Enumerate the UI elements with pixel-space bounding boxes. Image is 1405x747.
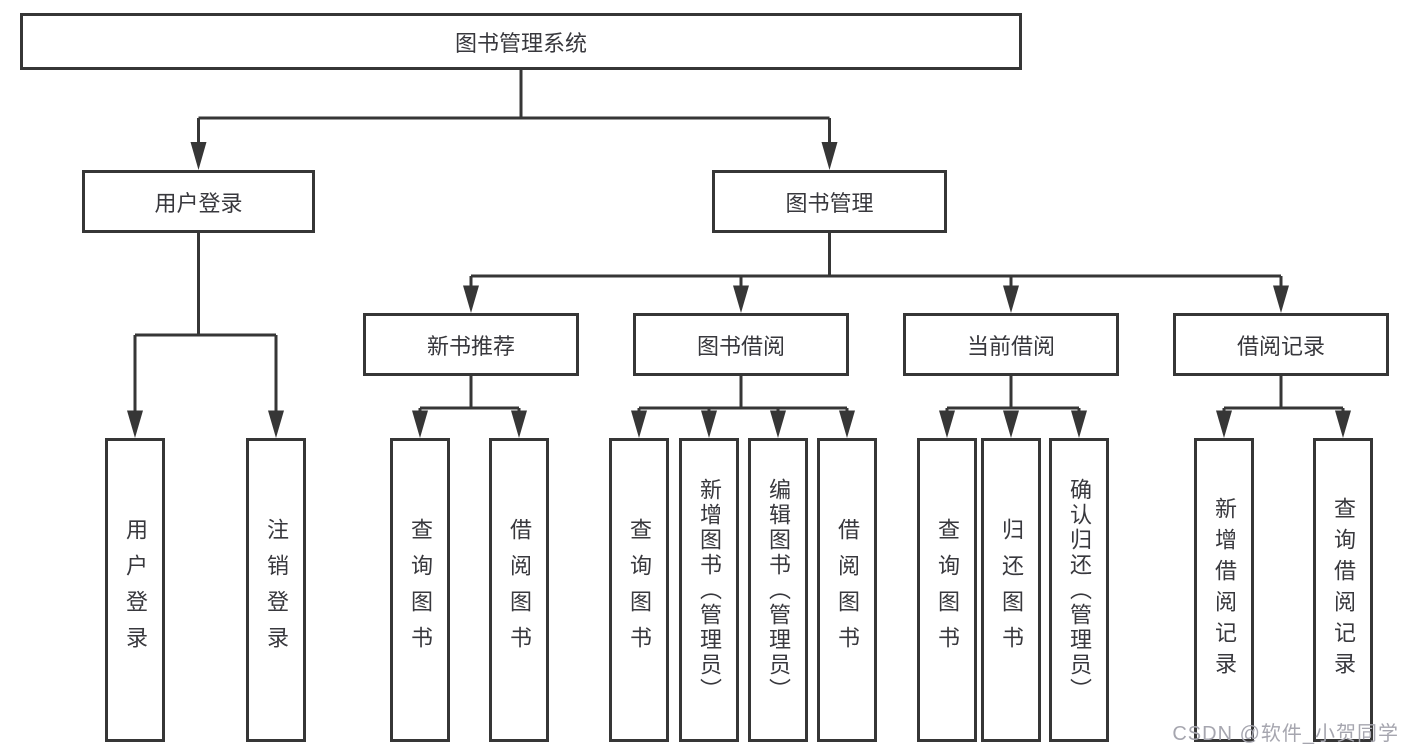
node-book-borrowing: 图书借阅 — [633, 313, 849, 376]
leaf-confirm-return-admin: 确认归还（管理员） — [1049, 438, 1109, 742]
node-label: 用户登录 — [123, 518, 148, 662]
node-label: 用户登录 — [154, 190, 243, 216]
leaf-edit-books-admin: 编辑图书（管理员） — [748, 438, 808, 742]
leaf-logout: 注销登录 — [246, 438, 306, 742]
node-label: 确认归还（管理员） — [1067, 477, 1092, 703]
node-label: 编辑图书（管理员） — [766, 477, 791, 703]
leaf-query-books-borrowing: 查询图书 — [609, 438, 669, 742]
leaf-borrow-books: 借阅图书 — [817, 438, 877, 742]
node-label: 图书借阅 — [696, 333, 785, 359]
leaf-query-books-recommend: 查询图书 — [390, 438, 450, 742]
node-label: 新增图书（管理员） — [697, 477, 722, 703]
csdn-watermark: CSDN @软件_小贺同学 — [1172, 723, 1399, 745]
node-label: 新增借阅记录 — [1212, 497, 1237, 683]
node-borrowing-records: 借阅记录 — [1173, 313, 1389, 376]
node-new-book-recommendation: 新书推荐 — [363, 313, 579, 376]
leaf-add-borrow-record: 新增借阅记录 — [1194, 438, 1254, 742]
node-label: 注销登录 — [264, 518, 289, 662]
node-label: 借阅记录 — [1236, 333, 1325, 359]
node-label: 新书推荐 — [426, 333, 515, 359]
node-label: 查询借阅记录 — [1331, 497, 1356, 683]
node-book-management: 图书管理 — [712, 170, 947, 233]
leaf-query-books-current: 查询图书 — [917, 438, 977, 742]
arrowheads — [127, 142, 1351, 438]
node-current-borrowing: 当前借阅 — [903, 313, 1119, 376]
node-label: 查询图书 — [627, 518, 652, 662]
node-label: 当前借阅 — [966, 333, 1055, 359]
node-label: 图书管理 — [785, 190, 874, 216]
node-library-management-system: 图书管理系统 — [20, 13, 1022, 70]
leaf-user-login: 用户登录 — [105, 438, 165, 742]
leaf-query-borrow-record: 查询借阅记录 — [1313, 438, 1373, 742]
leaf-borrow-books-recommend: 借阅图书 — [489, 438, 549, 742]
node-label: 查询图书 — [935, 518, 960, 662]
node-label: 查询图书 — [408, 518, 433, 662]
node-label: 借阅图书 — [507, 518, 532, 662]
node-label: 图书管理系统 — [454, 30, 587, 56]
leaf-add-books-admin: 新增图书（管理员） — [679, 438, 739, 742]
node-user-login: 用户登录 — [82, 170, 315, 233]
node-label: 归还图书 — [999, 518, 1024, 662]
leaf-return-books: 归还图书 — [981, 438, 1041, 742]
node-label: 借阅图书 — [835, 518, 860, 662]
